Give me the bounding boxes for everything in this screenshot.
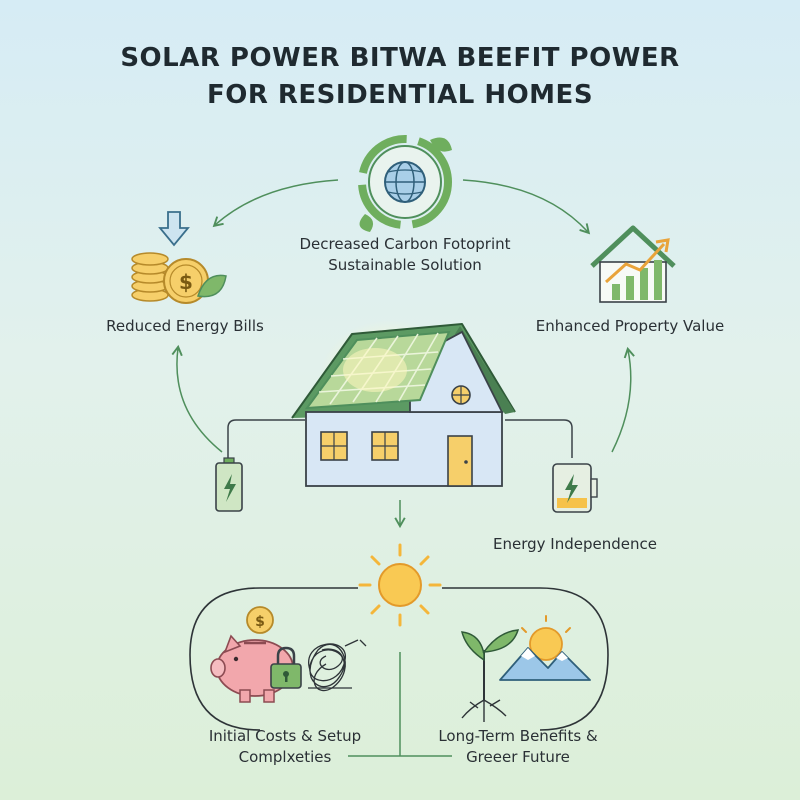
bills-label: Reduced Energy Bills <box>106 317 264 335</box>
carbon-label: Decreased Carbon Fotoprint Sustainable S… <box>280 234 530 276</box>
title-line-1: SOLAR POWER BITWA BEEFIT POWER <box>120 43 680 73</box>
independence-label: Energy Independence <box>493 535 657 553</box>
costs-label-line-1: Initial Costs & Setup <box>208 727 362 745</box>
property-label: Enhanced Property Value <box>535 317 725 335</box>
costs-label-line-2: Complxeties <box>238 748 332 766</box>
sprout-mountain-icon <box>461 615 591 722</box>
future-label-line-1: Long-Term Benefits & <box>438 727 598 745</box>
house-icon <box>291 320 516 487</box>
future-label-line-2: Greeer Future <box>466 748 570 766</box>
future-label: Long-Term Benefits & Greeer Future <box>418 726 618 768</box>
arrow-carbon-to-bills <box>212 179 339 228</box>
carbon-label-line-1: Decreased Carbon Fotoprint <box>299 235 511 253</box>
carbon-label-line-2: Sustainable Solution <box>328 256 482 274</box>
arrow-battery-to-property <box>611 346 635 453</box>
arrow-carbon-to-property <box>462 179 591 235</box>
coins-dollar-icon: $ <box>131 211 227 304</box>
globe-leaf-icon <box>358 135 452 232</box>
tangle-icon <box>308 639 367 692</box>
arrow-battery-to-bills <box>171 344 223 453</box>
house-growth-chart-icon <box>590 225 676 303</box>
costs-label: Initial Costs & Setup Complxeties <box>190 726 380 768</box>
battery-left-icon <box>215 457 243 512</box>
svg-text:$: $ <box>179 270 193 294</box>
piggy-bank-lock-icon: $ <box>210 606 302 703</box>
svg-text:$: $ <box>255 614 265 630</box>
cycle-arrows <box>171 179 635 757</box>
title-line-2: FOR RESIDENTIAL HOMES <box>206 80 594 110</box>
sun-icon <box>358 543 442 627</box>
battery-charge-icon <box>552 463 598 513</box>
